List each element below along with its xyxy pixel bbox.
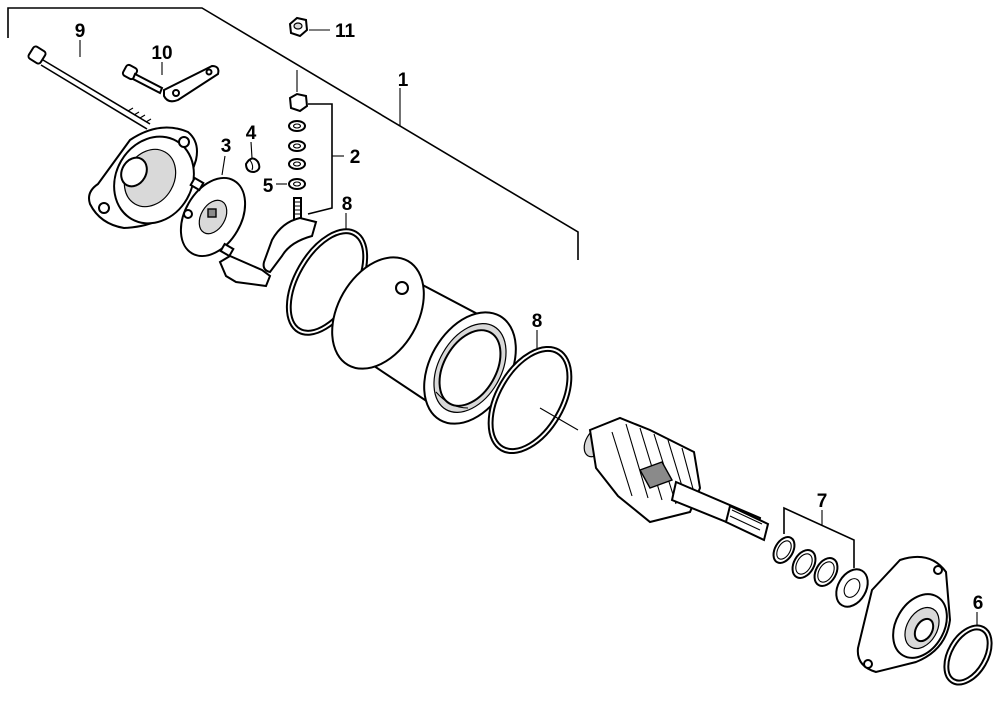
brush-spring-part-4 — [244, 141, 261, 174]
terminal-kit-part-2 — [218, 92, 344, 288]
callout-5: 5 — [263, 176, 274, 197]
callout-2: 2 — [350, 147, 361, 168]
assembly-bracket — [7, 7, 579, 260]
through-bolt-part-9 — [27, 40, 152, 130]
callout-4: 4 — [246, 123, 257, 144]
o-ring-lower-part-8 — [487, 330, 579, 455]
bolt-part-10 — [121, 62, 220, 103]
front-end-cover — [856, 556, 952, 674]
callout-9: 9 — [75, 21, 86, 42]
callout-3: 3 — [221, 136, 232, 157]
brush-plate-part-3 — [179, 155, 247, 258]
callout-10: 10 — [151, 43, 172, 64]
callout-6: 6 — [973, 593, 984, 614]
callout-8-upper: 8 — [342, 194, 353, 215]
callout-1: 1 — [398, 70, 409, 91]
callout-7: 7 — [817, 491, 828, 512]
shim-kit-part-7 — [772, 506, 869, 608]
rear-end-cover — [88, 126, 198, 230]
callout-8-lower: 8 — [532, 311, 543, 332]
o-ring-part-6 — [943, 612, 993, 686]
yoke-housing — [331, 256, 517, 425]
callout-11: 11 — [335, 21, 356, 42]
armature — [583, 416, 770, 542]
nut-part-11 — [288, 16, 330, 92]
